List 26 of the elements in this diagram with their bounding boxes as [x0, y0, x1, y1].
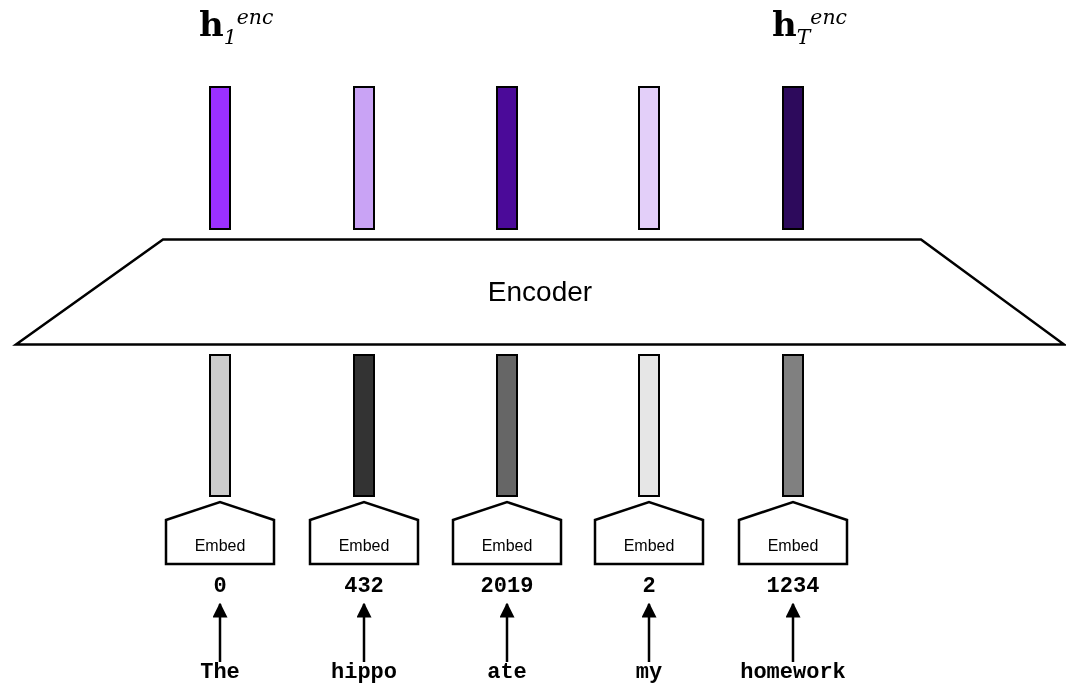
arrow — [785, 602, 801, 662]
embed-label: Embed — [623, 537, 675, 555]
token-id: 1234 — [733, 574, 853, 602]
vector-bar — [782, 86, 804, 230]
arrow — [641, 602, 657, 662]
token-id: 2 — [589, 574, 709, 602]
vector-bar — [353, 354, 375, 497]
vector-bar — [209, 86, 231, 230]
vector-bar — [638, 354, 660, 497]
token-id: 0 — [160, 574, 280, 602]
token-id: 2019 — [447, 574, 567, 602]
embed-label: Embed — [194, 537, 246, 555]
arrow — [499, 602, 515, 662]
vector-bar — [496, 86, 518, 230]
vector-bar — [209, 354, 231, 497]
vector-bar — [496, 354, 518, 497]
encoder-label: Encoder — [487, 276, 593, 308]
embed-label: Embed — [338, 537, 390, 555]
arrow — [212, 602, 228, 662]
embed-label: Embed — [481, 537, 533, 555]
embed-label: Embed — [767, 537, 819, 555]
vector-bar — [782, 354, 804, 497]
vector-bar — [638, 86, 660, 230]
arrow — [356, 602, 372, 662]
vector-bar — [353, 86, 375, 230]
token-id: 432 — [304, 574, 424, 602]
